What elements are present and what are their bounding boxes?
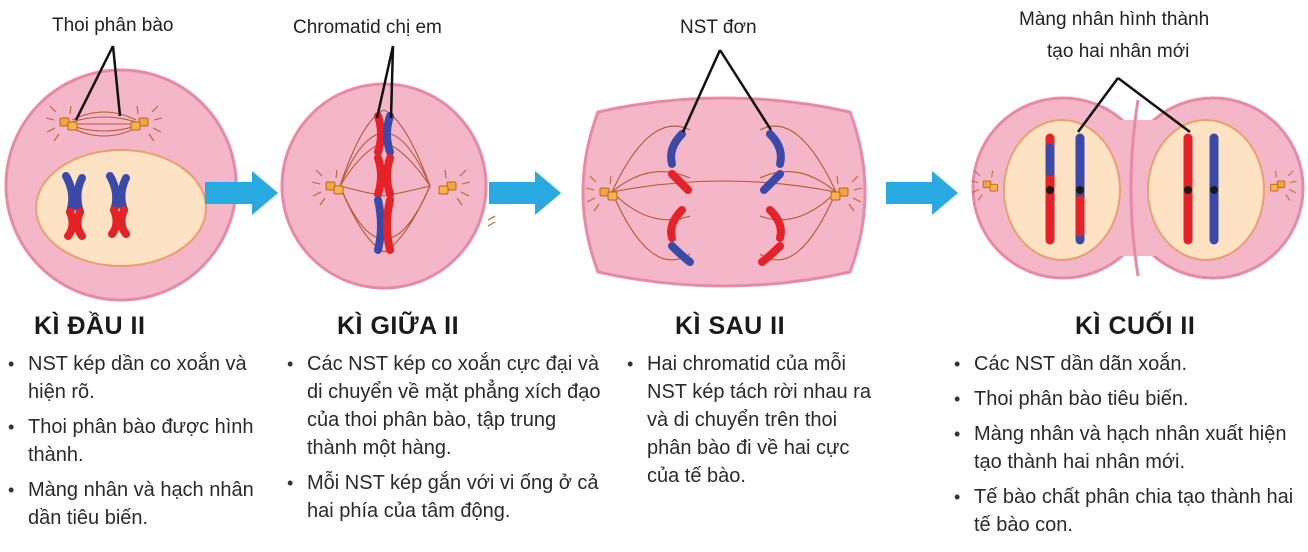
telophase-bullet-4: Tế bào chất phân chia tạo thành hai tế b…	[952, 483, 1302, 539]
metaphase-bullet-2: Mỗi NST kép gắn với vi ống ở cả hai phía…	[285, 469, 603, 525]
prophase-bullet-2: Thoi phân bào được hình thành.	[6, 413, 256, 469]
duplicated-chromosome-2	[110, 176, 126, 234]
sister-chromatids-callout: Chromatid chị em	[293, 14, 442, 42]
prophase-bullets: NST kép dần co xoắn và hiện rõ. Thoi phâ…	[6, 350, 256, 539]
single-chromosome-callout: NST đơn	[680, 14, 757, 42]
prophase-bullet-1: NST kép dần co xoắn và hiện rõ.	[6, 350, 256, 406]
stage-arrow-2	[489, 171, 561, 215]
telophase-bullet-1: Các NST dần dãn xoắn.	[952, 350, 1302, 378]
anaphase-cell-membrane	[583, 98, 865, 286]
spindle-callout: Thoi phân bào	[52, 12, 174, 40]
duplicated-chromosome-1	[66, 176, 82, 236]
metaphase-bullet-1: Các NST kép co xoắn cực đại và di chuyển…	[285, 350, 603, 462]
nuclear-membrane-callout-line2: tạo hai nhân mới	[1047, 38, 1189, 66]
stage-arrow-3	[886, 171, 958, 215]
nuclear-membrane-callout-line1: Màng nhân hình thành	[1019, 6, 1209, 34]
anaphase-ii-cell	[583, 50, 865, 286]
anaphase-bullets: Hai chromatid của mỗi NST kép tách rời n…	[625, 350, 877, 497]
telophase-bullet-2: Thoi phân bào tiêu biến.	[952, 385, 1302, 413]
stage-title-metaphase: KÌ GIỮA II	[337, 312, 459, 341]
prophase-ii-cell	[6, 46, 236, 300]
metaphase-ii-cell	[282, 46, 495, 288]
metaphase-bullets: Các NST kép co xoắn cực đại và di chuyển…	[285, 350, 603, 532]
stage-title-anaphase: KÌ SAU II	[675, 312, 785, 341]
telophase-bullet-3: Màng nhân và hạch nhân xuất hiện tạo thà…	[952, 420, 1302, 476]
stage-title-telophase: KÌ CUỐI II	[1075, 312, 1195, 341]
telophase-nucleus-right	[1148, 120, 1264, 260]
metaphase-stray-marks	[488, 216, 495, 226]
prophase-bullet-3: Màng nhân và hạch nhân dần tiêu biến.	[6, 476, 256, 532]
stage-title-prophase: KÌ ĐẦU II	[34, 312, 145, 341]
telophase-bullets: Các NST dần dãn xoắn. Thoi phân bào tiêu…	[952, 350, 1302, 546]
telophase-nucleus-left	[1004, 120, 1120, 260]
telophase-ii-cells	[971, 78, 1303, 278]
anaphase-bullet-1: Hai chromatid của mỗi NST kép tách rời n…	[625, 350, 877, 490]
